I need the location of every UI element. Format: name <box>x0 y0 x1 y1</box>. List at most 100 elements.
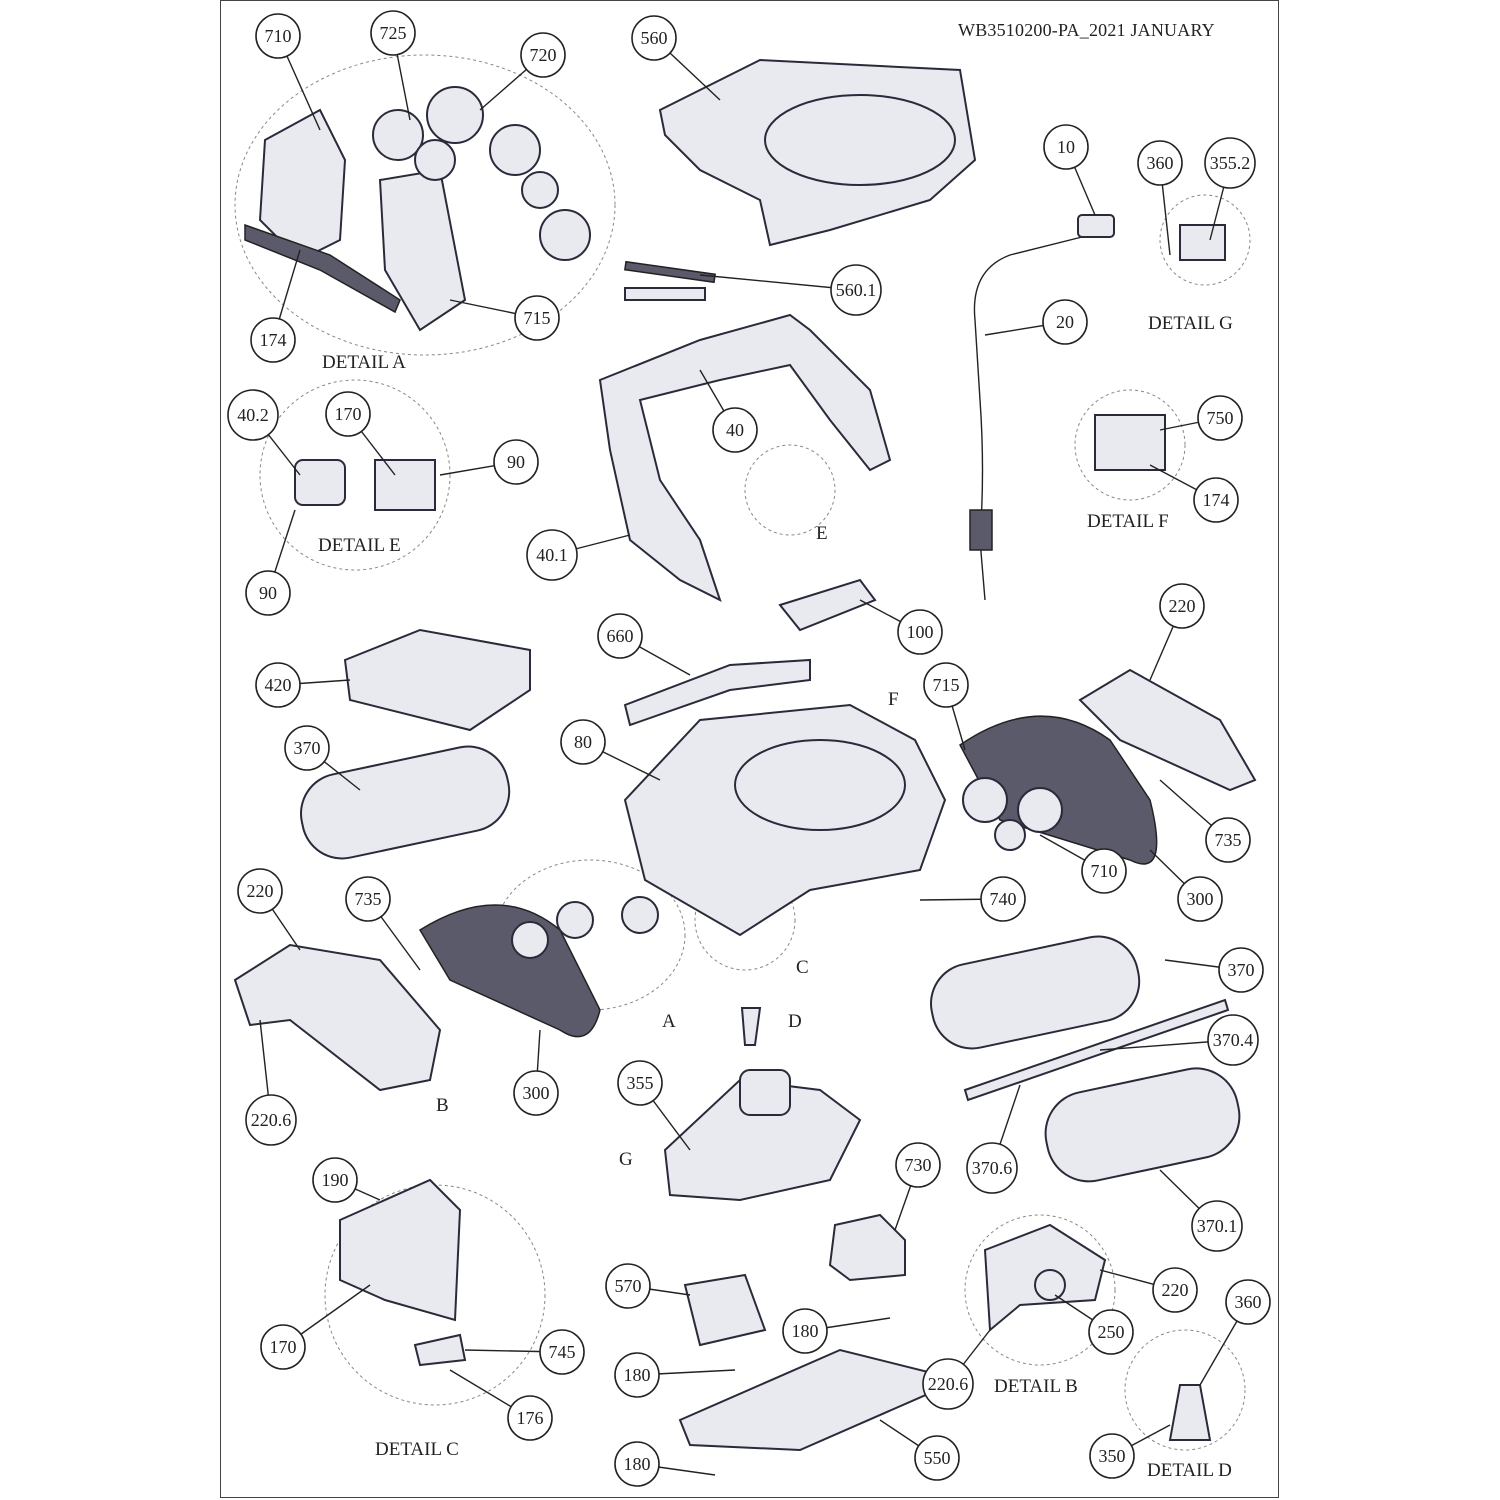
callout-circle <box>1197 395 1243 441</box>
callout-circle <box>539 1329 585 1375</box>
callout-circle <box>250 317 296 363</box>
callout-number: 370.4 <box>1213 1030 1254 1050</box>
callout-300: 300 <box>513 1070 559 1116</box>
callout-710: 710 <box>1081 848 1127 894</box>
callout-circle <box>1042 299 1088 345</box>
callout-number: 360 <box>1147 153 1174 173</box>
callout-number: 180 <box>624 1365 651 1385</box>
callout-circle <box>966 1142 1018 1194</box>
callout-circle <box>897 609 943 655</box>
callout-circle <box>493 439 539 485</box>
callout-circle <box>520 32 566 78</box>
callout-number: 174 <box>1203 490 1230 510</box>
callout-number: 300 <box>1187 889 1214 909</box>
callout-number: 220 <box>1162 1280 1189 1300</box>
callout-circle <box>980 876 1026 922</box>
callout-number: 420 <box>265 675 292 695</box>
callout-220: 220 <box>237 868 283 914</box>
callout-176: 176 <box>507 1395 553 1441</box>
callout-circle <box>923 662 969 708</box>
callout-number: 730 <box>905 1155 932 1175</box>
callout-715: 715 <box>923 662 969 708</box>
callout-90: 90 <box>493 439 539 485</box>
callout-number: 220.6 <box>928 1374 969 1394</box>
callout-circle <box>1137 140 1183 186</box>
callout-174: 174 <box>1193 477 1239 523</box>
side-panel-220-right <box>1078 668 1257 792</box>
callout-number: 220.6 <box>251 1110 292 1130</box>
callout-circle <box>1207 1014 1259 1066</box>
callout-570: 570 <box>605 1263 651 1309</box>
callout-355: 355 <box>617 1060 663 1106</box>
callout-735: 735 <box>1205 817 1251 863</box>
callout-number: 80 <box>574 732 592 752</box>
callout-number: 370.6 <box>972 1158 1013 1178</box>
callout-circle <box>617 1060 663 1106</box>
callout-circle <box>1159 583 1205 629</box>
track-300-right <box>959 715 1158 865</box>
callout-number: 90 <box>507 452 525 472</box>
callout-90: 90 <box>245 570 291 616</box>
callout-220: 220 <box>1159 583 1205 629</box>
callout-circle <box>255 662 301 708</box>
detail-label: DETAIL G <box>1148 313 1233 334</box>
callout-circle <box>260 1324 306 1370</box>
side-panel-220-left <box>233 943 442 1092</box>
callout-number: 190 <box>322 1170 349 1190</box>
callout-circle <box>245 570 291 616</box>
callout-number: 40.2 <box>237 405 269 425</box>
callout-number: 10 <box>1057 137 1075 157</box>
callout-750: 750 <box>1197 395 1243 441</box>
callout-circle <box>1205 817 1251 863</box>
callout-circle <box>605 1263 651 1309</box>
brush-370-left <box>300 745 511 860</box>
callout-740: 740 <box>980 876 1026 922</box>
callout-20: 20 <box>1042 299 1088 345</box>
detail-d-parts <box>1168 1384 1212 1441</box>
callout-355-2: 355.2 <box>1204 137 1256 189</box>
detail-e-outline <box>259 379 451 571</box>
detail-label: DETAIL D <box>1147 1460 1232 1481</box>
callout-number: 740 <box>990 889 1017 909</box>
callout-number: 715 <box>524 308 551 328</box>
callout-370: 370 <box>284 725 330 771</box>
callout-360: 360 <box>1137 140 1183 186</box>
cover-560 <box>658 58 977 247</box>
callout-number: 40.1 <box>536 545 568 565</box>
callout-circle <box>712 407 758 453</box>
power-supply-420 <box>343 628 531 732</box>
callout-735: 735 <box>345 876 391 922</box>
filter-strip-560-1 <box>624 260 716 301</box>
callout-circle <box>237 868 283 914</box>
callout-number: 745 <box>549 1342 576 1362</box>
detail-a-outline <box>234 54 616 356</box>
callout-370-1: 370.1 <box>1191 1200 1243 1252</box>
callout-number: 40 <box>726 420 744 440</box>
callout-710: 710 <box>255 13 301 59</box>
callout-300: 300 <box>1177 876 1223 922</box>
callout-number: 100 <box>907 622 934 642</box>
callout-circle <box>914 1435 960 1481</box>
view-letter: G <box>619 1149 633 1170</box>
callout-circle <box>830 264 882 316</box>
callout-250: 250 <box>1088 1309 1134 1355</box>
callout-circle <box>614 1352 660 1398</box>
callout-circle <box>245 1094 297 1146</box>
callout-370-6: 370.6 <box>966 1142 1018 1194</box>
callout-circle <box>1225 1279 1271 1325</box>
callout-number: 355 <box>627 1073 654 1093</box>
callout-number: 570 <box>615 1276 642 1296</box>
callout-40: 40 <box>712 407 758 453</box>
callout-40-1: 40.1 <box>526 529 578 581</box>
callout-circle <box>284 725 330 771</box>
callout-180: 180 <box>614 1352 660 1398</box>
callout-circle <box>255 13 301 59</box>
callout-370: 370 <box>1218 947 1264 993</box>
callout-170: 170 <box>260 1324 306 1370</box>
callout-number: 660 <box>607 626 634 646</box>
detail-d-outline <box>1124 1329 1246 1451</box>
detail-b-outline <box>964 1214 1116 1366</box>
callout-number: 370 <box>294 738 321 758</box>
detail-a-parts <box>244 86 591 332</box>
callout-660: 660 <box>597 613 643 659</box>
